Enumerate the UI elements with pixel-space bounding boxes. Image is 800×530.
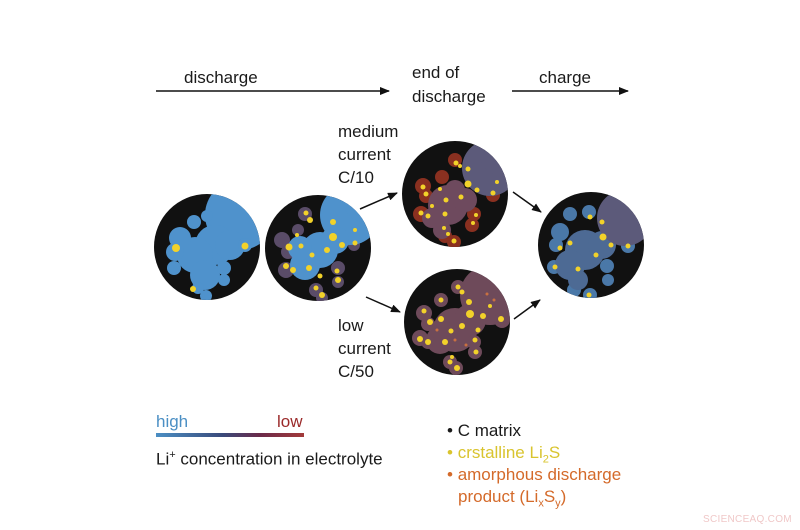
charge-label: charge [539,68,591,87]
sub-y: y [555,497,561,510]
bullet-icon: • [447,465,453,484]
arrow-low-to-charge [513,299,541,320]
arrow-medium-to-charge [512,191,542,213]
end-of-discharge-label-line2: discharge [412,87,486,106]
low-current-rate: C/50 [338,362,374,381]
particle-initial [154,194,260,300]
caption-li: Li [156,449,170,469]
caption-text: concentration in electrolyte [175,449,383,469]
amorphous-suffix: ) [560,487,567,506]
particle-end-medium-current [402,141,508,247]
watermark: SCIENCEAQ.COM [703,514,792,525]
medium-current-line1: medium [338,122,399,141]
amorphous-s: S [543,487,556,506]
arrow-to-low [365,296,401,313]
legend-crystalline-li2s: • crstalline Li2S [447,442,560,470]
amorphous-prefix: product (Li [458,487,539,506]
end-of-discharge-label-line1: end of [412,63,460,82]
legend-amorphous-line1: amorphous discharge [457,465,622,484]
legend-amorphous-product: • amorphous discharge [447,464,621,486]
legend-amorphous-line2: product (LixSy) [458,486,566,514]
discharge-label: discharge [184,68,258,87]
medium-current-rate: C/10 [338,168,374,187]
low-current-line2: current [338,339,391,358]
particle-mid-discharge [265,195,371,301]
bullet-icon: • [447,421,453,440]
legend-c-matrix: • C matrix [447,420,521,442]
legend-low-label: low [277,412,303,431]
medium-current-line2: current [338,145,391,164]
caption-sup: + [169,449,176,461]
legend-li2s-text: crstalline Li [457,443,543,462]
particle-end-low-current [404,269,510,375]
concentration-gradient-bar [156,433,304,437]
legend-li2s-s: S [548,443,561,462]
sub-x: x [538,497,544,510]
particle-after-charge [538,192,644,298]
concentration-caption: Li+ concentration in electrolyte [156,444,383,471]
legend-c-matrix-text: C matrix [457,421,521,440]
low-current-line1: low [338,316,364,335]
arrow-to-medium [359,192,398,210]
sub-2: 2 [542,453,549,466]
bullet-icon: • [447,443,453,462]
legend-high-label: high [156,412,189,431]
